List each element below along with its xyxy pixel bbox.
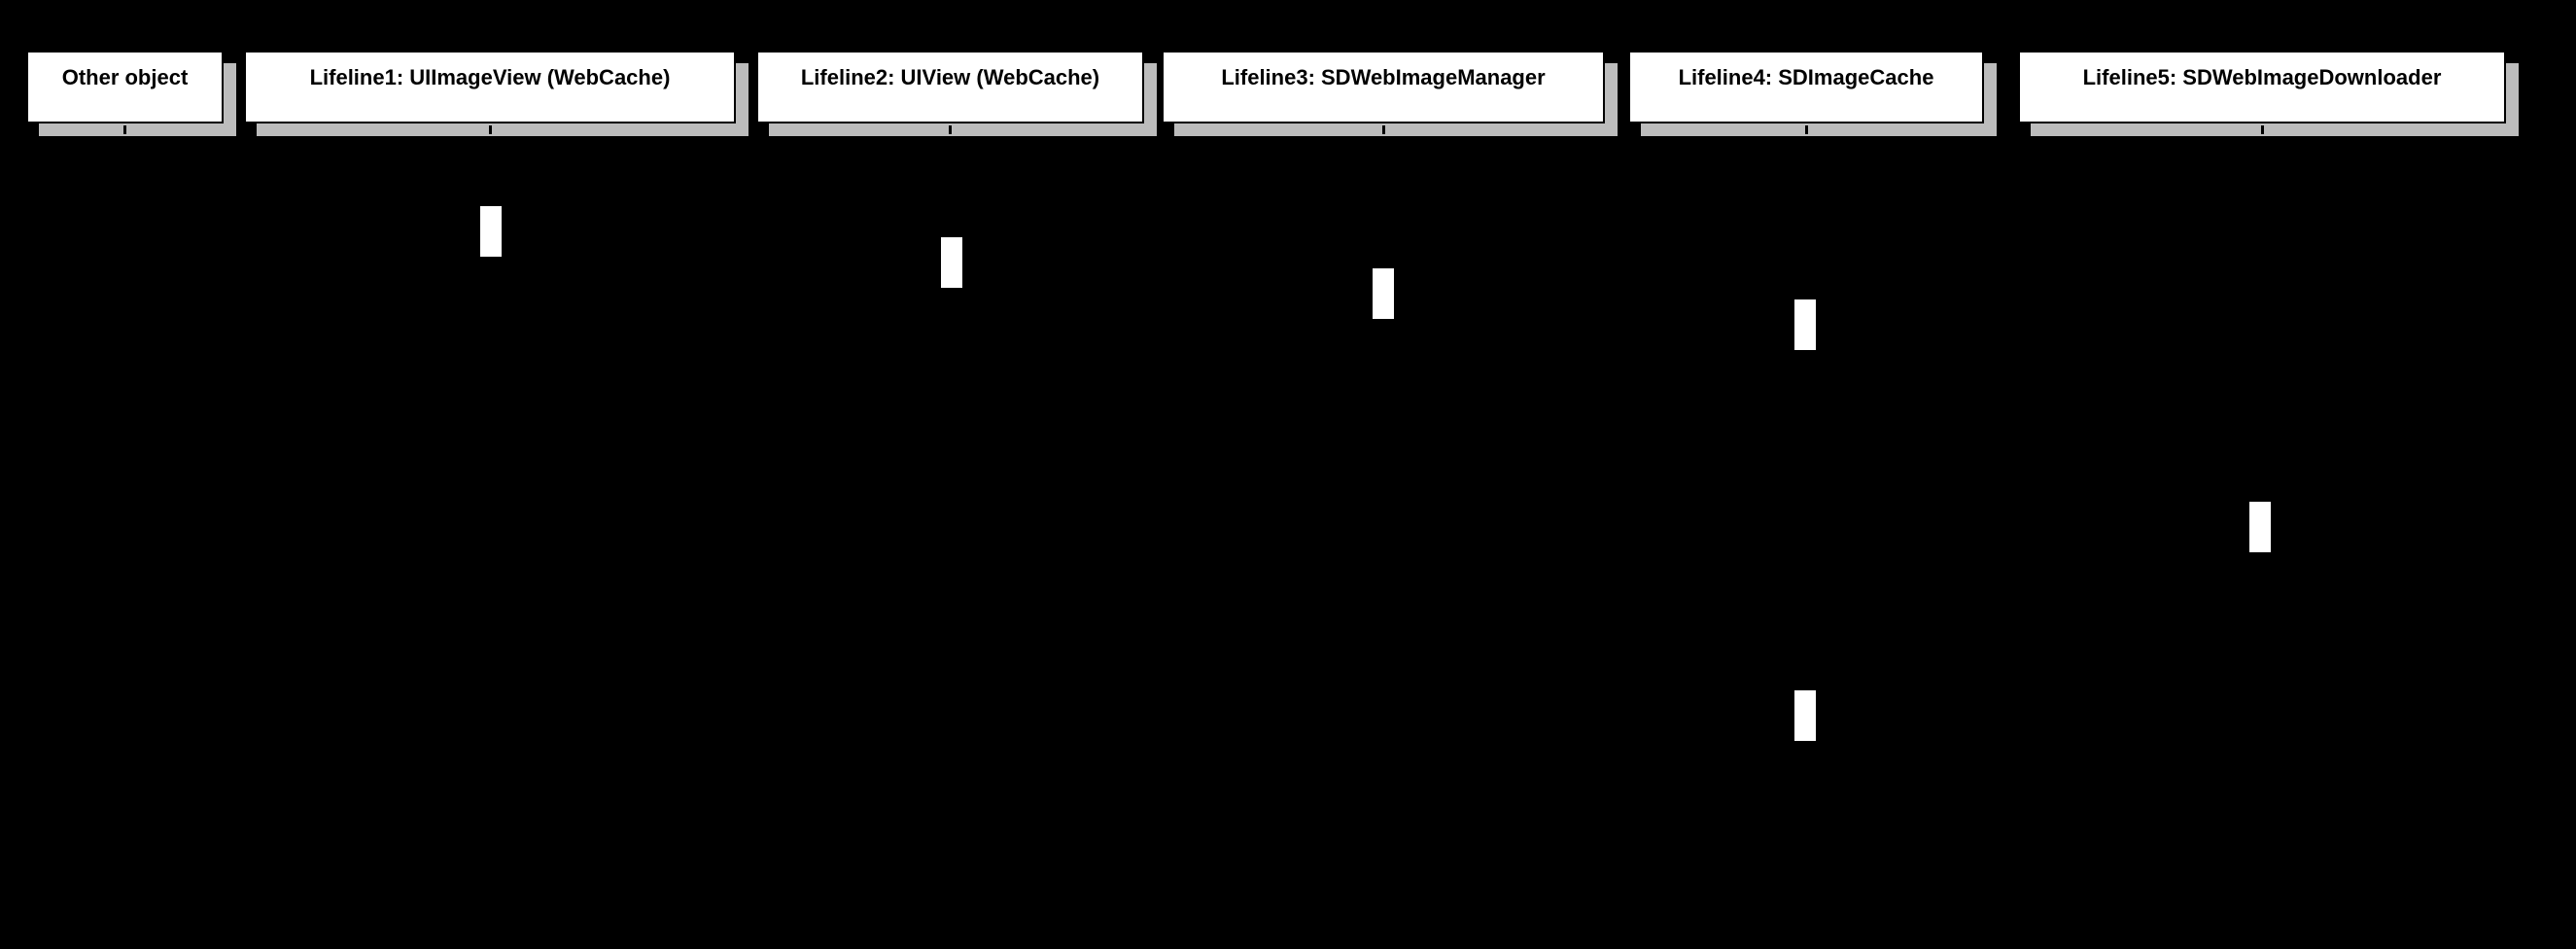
lifeline-header-box-1: Lifeline1: UIImageView (WebCache) [244,51,736,123]
lifeline-header-box-2: Lifeline2: UIView (WebCache) [756,51,1144,123]
activation-bar-5-lifeline-4 [1793,689,1817,742]
lifeline-header-box-4: Lifeline4: SDImageCache [1628,51,1984,123]
lifeline-start-tick [2261,125,2264,134]
lifeline-label: Lifeline3: SDWebImageManager [1221,65,1546,89]
lifeline-start-tick [123,125,126,134]
activation-bar-1-lifeline-2 [940,236,963,289]
activation-bar-2-lifeline-3 [1372,267,1395,320]
activation-bar-4-lifeline-5 [2248,501,2272,553]
activation-bar-0-lifeline-1 [479,205,503,258]
activation-bar-3-lifeline-4 [1793,299,1817,351]
lifeline-header-box-0: Other object [26,51,224,123]
lifeline-header-box-5: Lifeline5: SDWebImageDownloader [2018,51,2506,123]
lifeline-start-tick [949,125,952,134]
lifeline-start-tick [1805,125,1808,134]
lifeline-label: Other object [61,65,189,89]
lifeline-label: Lifeline1: UIImageView (WebCache) [309,65,671,89]
lifeline-label: Lifeline5: SDWebImageDownloader [2082,65,2442,89]
lifeline-label: Lifeline4: SDImageCache [1678,65,1934,89]
lifeline-label: Lifeline2: UIView (WebCache) [800,65,1100,89]
lifeline-start-tick [1382,125,1385,134]
lifeline-header-box-3: Lifeline3: SDWebImageManager [1162,51,1605,123]
lifeline-start-tick [489,125,492,134]
